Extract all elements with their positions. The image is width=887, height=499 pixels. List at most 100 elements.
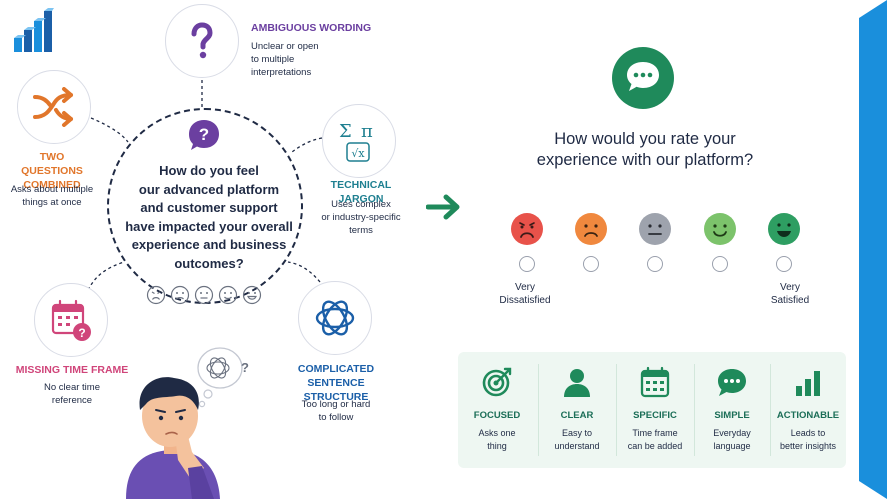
missing-time-frame-title: MISSING TIME FRAME: [15, 364, 129, 376]
rating-radio-4[interactable]: [712, 256, 728, 272]
question-line: our advanced platform: [138, 181, 280, 197]
split-arrows-icon: [33, 87, 73, 127]
trait-focused: FOCUSED Asks one thing: [458, 352, 536, 468]
title-line: TWO QUESTIONS: [21, 151, 83, 177]
question-line: have impacted your overall: [125, 218, 293, 234]
ambiguous-wording-title: AMBIGUOUS WORDING: [251, 22, 372, 34]
trait-title: ACTIONABLE: [776, 410, 840, 421]
desc-line: language: [713, 441, 751, 451]
rating-radio-1[interactable]: [519, 256, 535, 272]
very-sad-face-icon: [511, 213, 543, 245]
divider: [538, 364, 539, 456]
calendar-question-icon: ?: [51, 299, 91, 341]
calendar-icon: [640, 366, 670, 398]
neutral-face-icon: [639, 213, 671, 245]
two-questions-circle: [17, 70, 91, 144]
svg-text:?: ?: [241, 360, 249, 375]
desc-line: Too long or hard: [301, 399, 371, 410]
question-line: outcomes?: [174, 255, 244, 271]
missing-time-frame-circle: ?: [34, 283, 108, 357]
desc-line: understand: [554, 441, 600, 451]
svg-text:?: ?: [199, 125, 209, 144]
very-sad-face-icon: [146, 285, 166, 305]
chat-bubble-icon: [718, 369, 746, 396]
desc-line: to follow: [318, 412, 354, 423]
desc-line: Leads to: [790, 428, 826, 438]
technical-jargon-desc: Uses complex or industry-specific terms: [311, 198, 411, 237]
trait-title: CLEAR: [560, 410, 594, 421]
complicated-structure-title: COMPLICATED SENTENCE STRUCTURE: [276, 362, 396, 404]
good-question-traits-panel: FOCUSED Asks one thing CLEAR Easy to und…: [458, 352, 846, 468]
happy-face-icon: [242, 285, 262, 305]
question-bubble-icon: ?: [189, 120, 219, 150]
complicated-structure-desc: Too long or hard to follow: [286, 398, 386, 424]
desc-line: Everyday: [713, 428, 751, 438]
desc-line: interpretations: [251, 67, 312, 78]
desc-line: or industry-specific: [321, 212, 401, 223]
rating-radio-3[interactable]: [647, 256, 663, 272]
tangled-knot-icon: [315, 300, 355, 336]
trait-desc: Leads to better insights: [770, 427, 846, 453]
desc-line: Uses complex: [331, 199, 391, 210]
rating-radio-2[interactable]: [583, 256, 599, 272]
question-line: How would you rate your: [554, 130, 736, 148]
label-line: Very: [514, 282, 535, 293]
svg-text:?: ?: [78, 326, 85, 340]
complicated-structure-circle: [298, 281, 372, 355]
desc-line: terms: [349, 225, 373, 236]
question-line: experience and business: [131, 237, 287, 252]
trait-title: FOCUSED: [473, 410, 521, 421]
svg-text:Σ: Σ: [339, 121, 352, 142]
thought-bubble-icon: ?: [197, 347, 249, 408]
desc-line: Asks about multiple: [10, 184, 94, 195]
scale-min-label: Very Dissatisfied: [495, 281, 555, 307]
svg-text:π: π: [361, 121, 373, 142]
trait-desc: Everyday language: [694, 427, 770, 453]
desc-line: things at once: [22, 197, 82, 208]
target-icon: [482, 367, 512, 397]
building-blocks-logo: [14, 8, 54, 52]
trait-desc: Time frame can be added: [616, 427, 694, 453]
desc-line: reference: [51, 395, 93, 406]
mini-face-scale: [146, 285, 262, 305]
desc-line: Unclear or open: [251, 41, 319, 52]
title-line: COMBINED: [23, 179, 81, 191]
desc-line: better insights: [779, 441, 837, 451]
divider: [694, 364, 695, 456]
smile-face-icon: [704, 213, 736, 245]
trait-simple: SIMPLE Everyday language: [694, 352, 770, 468]
trait-actionable: ACTIONABLE Leads to better insights: [770, 352, 846, 468]
chat-bubble-icon: [612, 47, 674, 109]
question-line: and customer support: [140, 200, 278, 215]
trait-desc: Asks one thing: [458, 427, 536, 453]
label-line: Dissatisfied: [499, 295, 551, 306]
desc-line: Asks one: [478, 428, 516, 438]
ambiguous-wording-desc: Unclear or open to multiple interpretati…: [251, 40, 341, 79]
two-questions-title: TWO QUESTIONS COMBINED: [8, 150, 96, 192]
scale-max-label: Very Satisfied: [760, 281, 820, 307]
trait-title: SPECIFIC: [633, 410, 677, 421]
rating-radio-5[interactable]: [776, 256, 792, 272]
sad-face-icon: [170, 285, 190, 305]
desc-line: can be added: [627, 441, 683, 451]
question-line: How do you feel: [159, 163, 259, 178]
trait-clear: CLEAR Easy to understand: [538, 352, 616, 468]
label-line: Very: [779, 282, 800, 293]
divider: [616, 364, 617, 456]
question-mark-icon: [191, 22, 213, 59]
title-line: SENTENCE STRUCTURE: [303, 377, 369, 403]
neutral-face-icon: [194, 285, 214, 305]
title-line: COMPLICATED: [297, 363, 375, 375]
divider: [770, 364, 771, 456]
person-icon: [564, 369, 590, 397]
technical-jargon-title: TECHNICAL JARGON: [330, 179, 392, 205]
smile-face-icon: [218, 285, 238, 305]
two-questions-desc: Asks about multiple things at once: [8, 183, 96, 209]
question-line: experience with our platform?: [536, 151, 754, 169]
missing-time-frame-desc: No clear time reference: [26, 381, 118, 407]
trait-title: SIMPLE: [714, 410, 750, 421]
transform-arrow-icon: [426, 194, 460, 220]
sad-face-icon: [575, 213, 607, 245]
thinking-person-illustration: [126, 377, 220, 499]
desc-line: thing: [487, 441, 507, 451]
